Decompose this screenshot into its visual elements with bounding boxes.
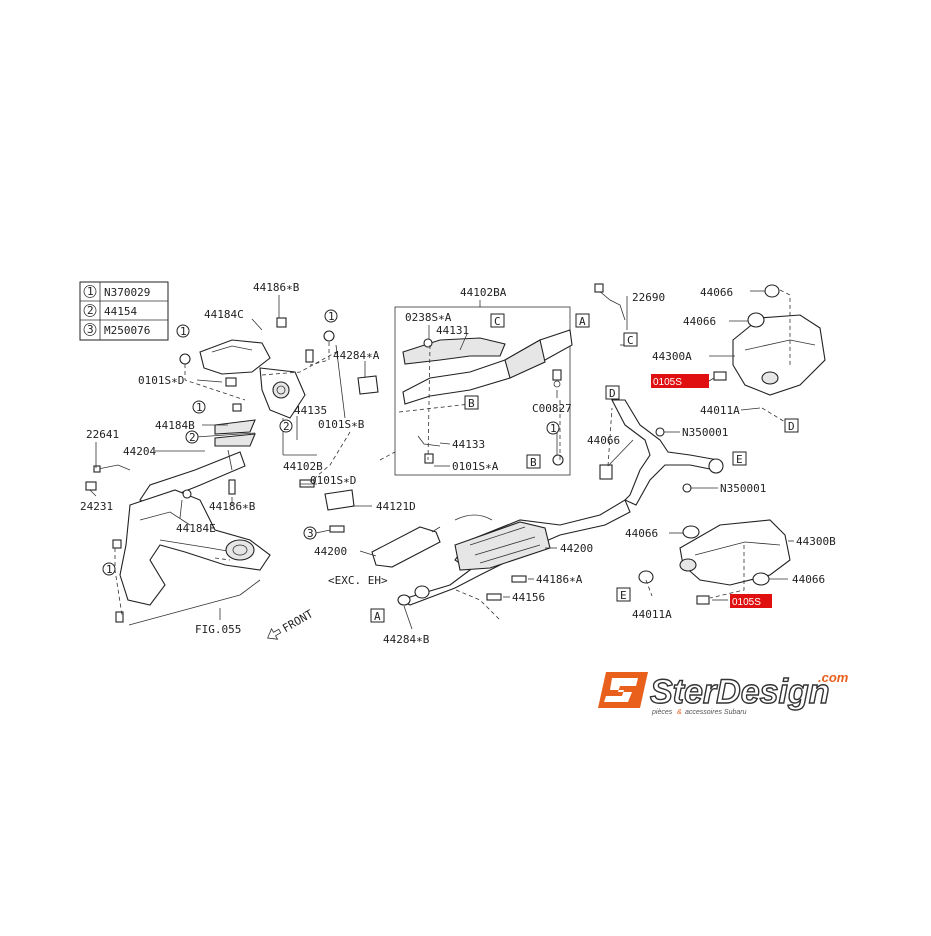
highlighted-part-labels: 0105S 0105S [651, 374, 772, 608]
brand-tagline-amp: & [677, 709, 682, 716]
label-44102ba: 44102BA [460, 286, 507, 299]
legend-code-2: 44154 [104, 305, 137, 318]
label-44066-c: 44066 [587, 434, 620, 447]
legend-symbol-3: 3 [87, 323, 94, 336]
label-0238sa: 0238S∗A [405, 311, 452, 324]
circled-callouts: 1 1 1 2 2 3 1 1 [102, 309, 560, 576]
label-22690: 22690 [632, 291, 665, 304]
ref-box-b-upper: B [468, 397, 475, 410]
callout-1-e: 1 [550, 422, 557, 435]
label-44135: 44135 [294, 404, 327, 417]
label-44186a: 44186∗A [536, 573, 583, 586]
label-44184e: 44184E [176, 522, 216, 535]
callout-1-c: 1 [196, 401, 203, 414]
label-0101sd-a: 0101S∗D [138, 374, 184, 387]
legend-code-1: N370029 [104, 286, 150, 299]
callout-1-d: 1 [106, 563, 113, 576]
ref-box-e-ypipe: E [736, 453, 743, 466]
label-44133: 44133 [452, 438, 485, 451]
label-44066-d: 44066 [625, 527, 658, 540]
label-front: FRONT [280, 607, 316, 635]
label-44066-e: 44066 [792, 573, 825, 586]
label-0101sd-b: 0101S∗D [310, 474, 356, 487]
callout-2-b: 2 [283, 420, 290, 433]
legend-symbol-1: 1 [87, 285, 94, 298]
label-fig055: FIG.055 [195, 623, 241, 636]
front-arrow: FRONT [267, 607, 316, 640]
legend-table: 1 2 3 N370029 44154 M250076 [79, 281, 169, 341]
label-44011a-b: 44011A [632, 608, 672, 621]
leader-lines [89, 290, 794, 630]
label-0101sa: 0101S∗A [452, 460, 499, 473]
ref-box-d-ypipe: D [609, 387, 616, 400]
label-44300b: 44300B [796, 535, 836, 548]
label-44066-b: 44066 [683, 315, 716, 328]
label-44131: 44131 [436, 324, 469, 337]
brand-tagline-b: accessoires Subaru [685, 709, 747, 716]
label-44184c: 44184C [204, 308, 244, 321]
callout-3: 3 [307, 527, 314, 540]
highlight-box-b [730, 594, 772, 608]
label-44156: 44156 [512, 591, 545, 604]
label-44200-a: 44200 [314, 545, 347, 558]
label-44102b: 44102B [283, 460, 323, 473]
ref-box-a-upper: A [579, 315, 586, 328]
label-44186b-2: 44186∗B [209, 500, 256, 513]
brand-mark-icon [598, 672, 648, 708]
label-24231: 24231 [80, 500, 113, 513]
label-44204: 44204 [123, 445, 156, 458]
label-n350001-b: N350001 [720, 482, 766, 495]
label-exc-eh: <EXC. EH> [328, 574, 388, 587]
label-22641: 22641 [86, 428, 119, 441]
legend-code-3: M250076 [104, 324, 150, 337]
brand-name: SterDesign [650, 673, 830, 711]
label-44066-a: 44066 [700, 286, 733, 299]
label-44300a: 44300A [652, 350, 692, 363]
ref-box-c-upper: C [494, 315, 501, 328]
highlight-box-a [651, 374, 709, 388]
ref-box-c-sensor: C [627, 334, 634, 347]
highlight-label-0105s-b: 0105S [732, 597, 761, 608]
label-44284a: 44284∗A [333, 349, 380, 362]
label-0101sb: 0101S∗B [318, 418, 365, 431]
label-44200-c: 44200 [560, 542, 593, 555]
label-c00827: C00827 [532, 402, 572, 415]
legend-symbol-2: 2 [87, 304, 94, 317]
ref-box-e-hanger: E [620, 589, 627, 602]
front-manifold-group [85, 317, 379, 623]
callout-1-a: 1 [180, 325, 187, 338]
center-pipe-assembly [371, 499, 631, 606]
brand-tagline-a: pièces [651, 709, 673, 716]
label-44011a-a: 44011A [700, 404, 740, 417]
front-pipe-assembly [394, 283, 626, 476]
highlight-label-0105s-a: 0105S [653, 377, 682, 388]
label-n350001-a: N350001 [682, 426, 728, 439]
ref-box-b-nut: B [530, 456, 537, 469]
label-44186b: 44186∗B [253, 281, 300, 294]
label-44184b: 44184B [155, 419, 195, 432]
callout-1-b: 1 [328, 310, 335, 323]
reference-boxes: C A B C B D D E E A [370, 313, 799, 623]
callout-2-a: 2 [189, 431, 196, 444]
ref-box-a-gasket: A [374, 610, 381, 623]
brand-tld: .com [818, 670, 849, 685]
label-44284b: 44284∗B [383, 633, 430, 646]
brand-logo: SterDesign .com pièces & accessoires Sub… [598, 670, 849, 716]
rear-muffler-assembly [599, 284, 826, 605]
ref-box-d-muffler: D [788, 420, 795, 433]
label-44121d: 44121D [376, 500, 416, 513]
